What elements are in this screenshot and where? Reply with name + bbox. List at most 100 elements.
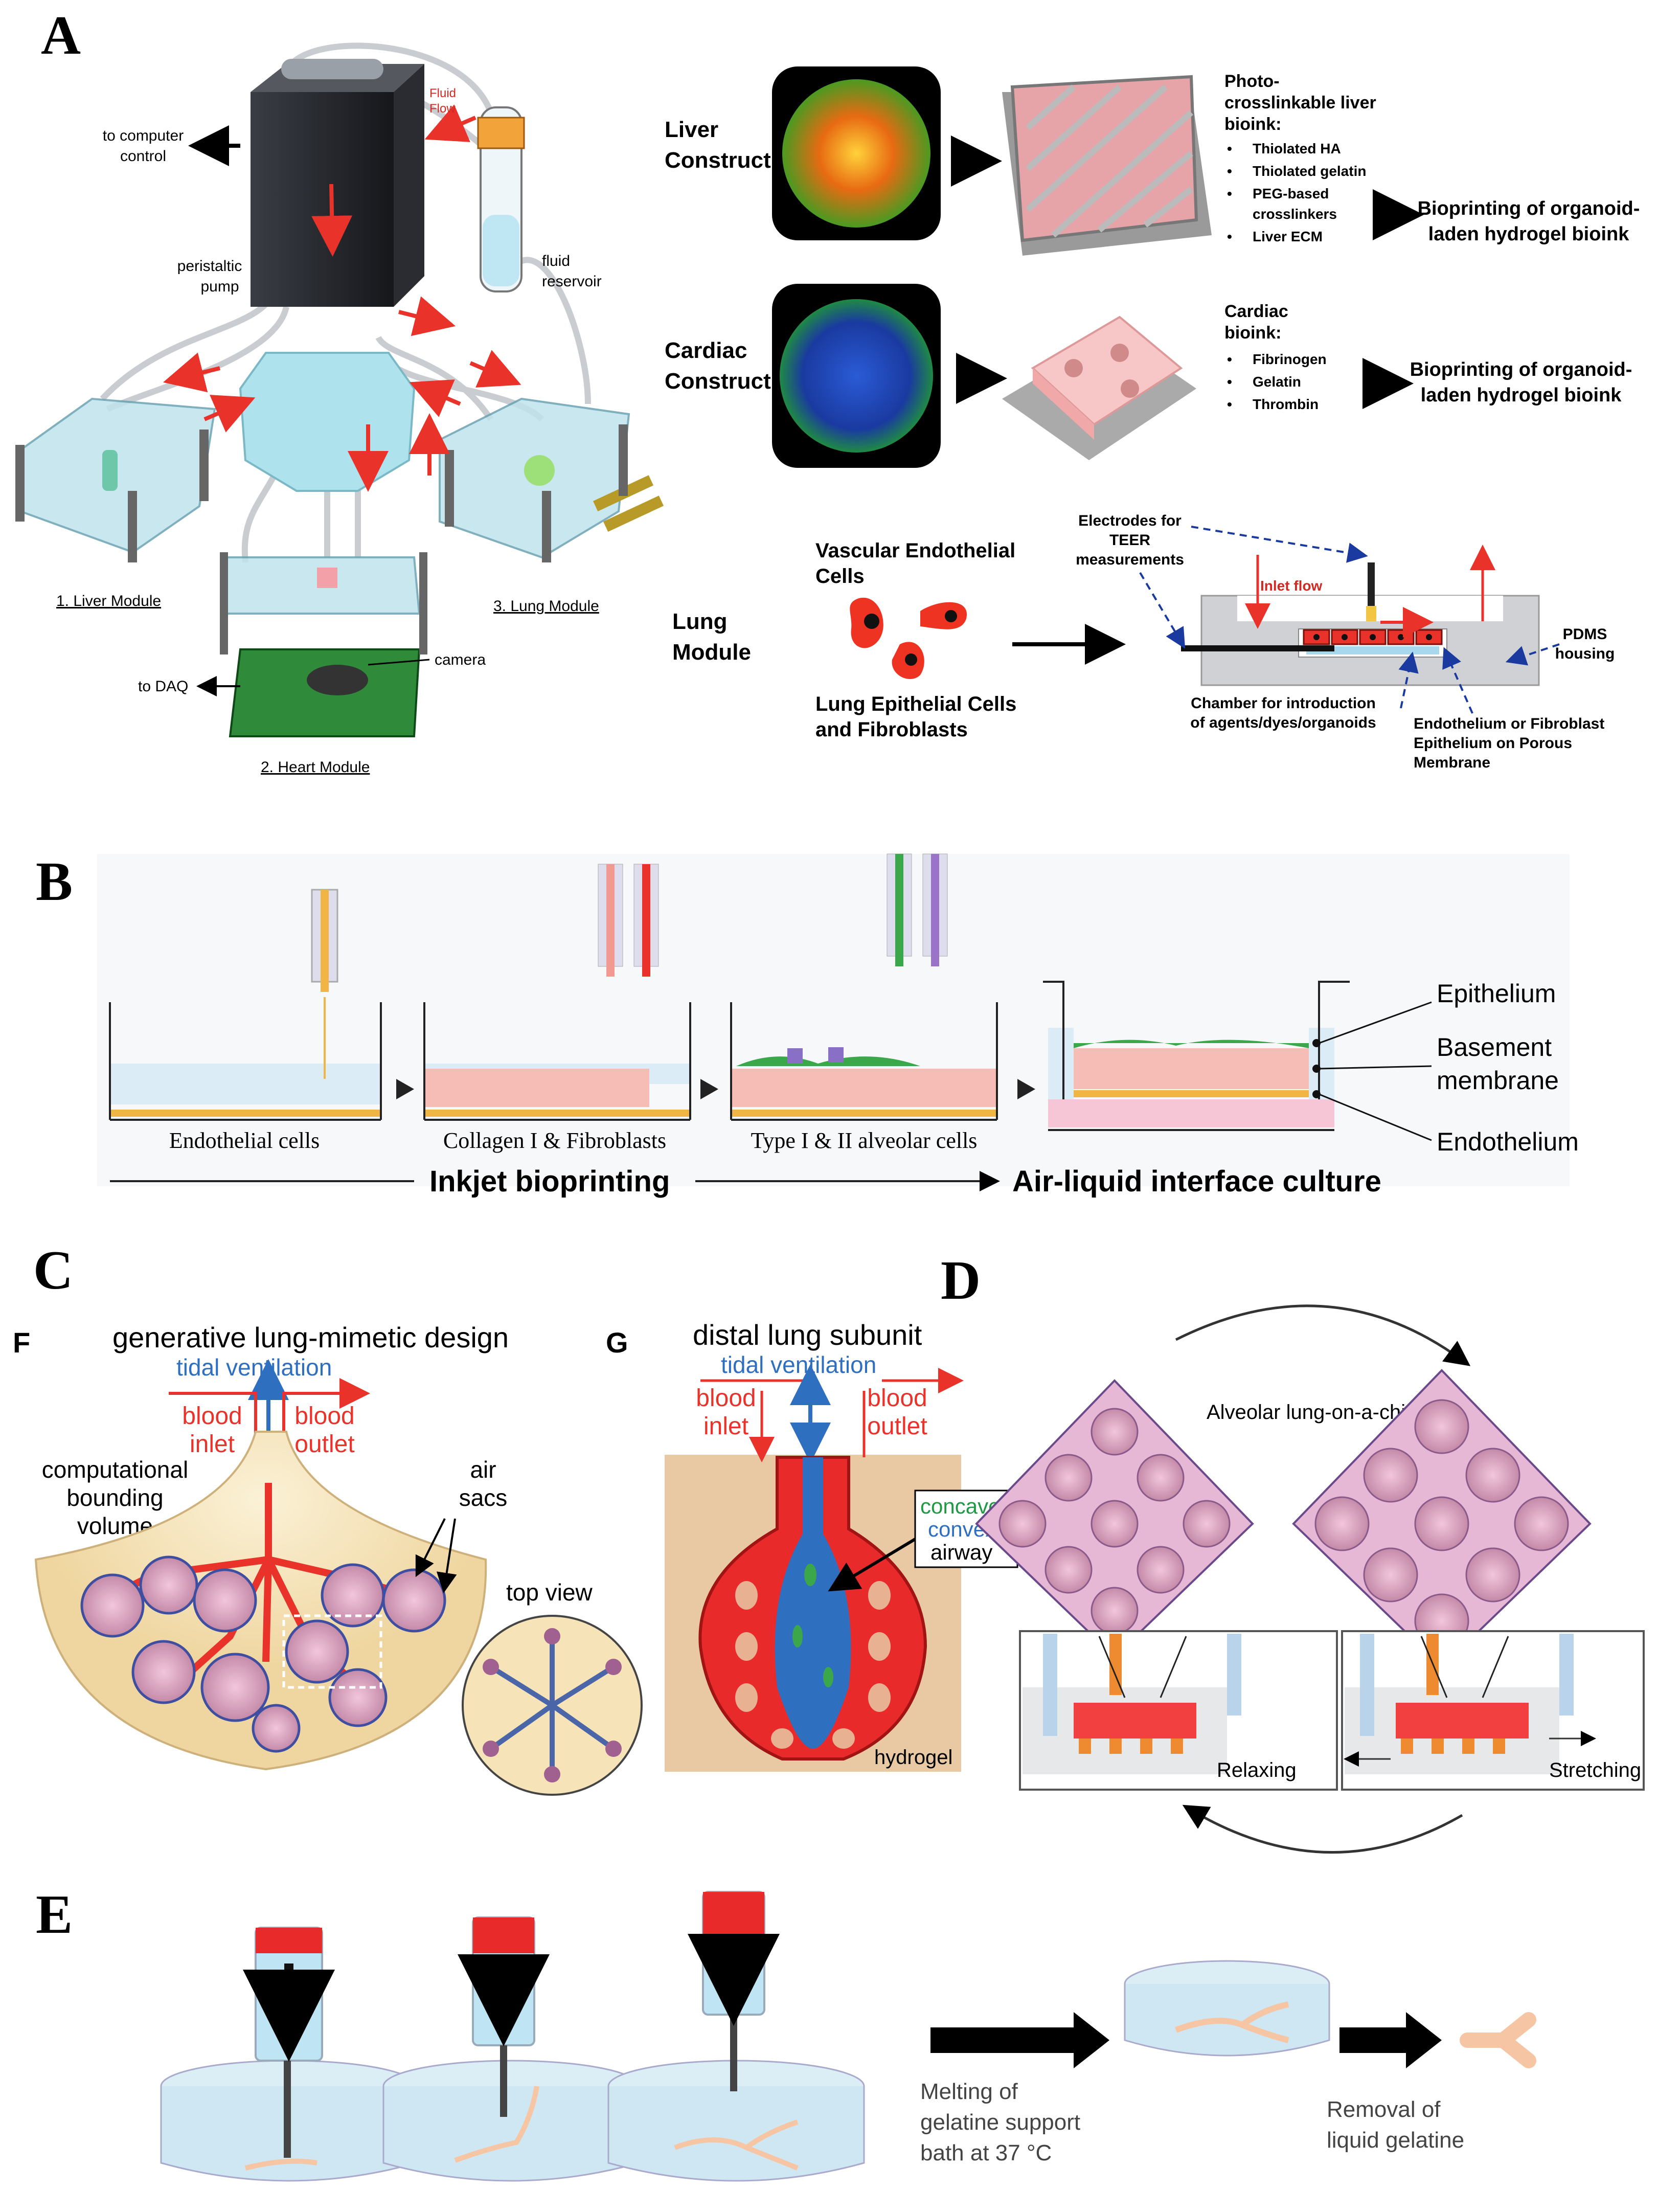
stretching-label: Stretching [1549,1759,1641,1781]
air-sac-clusters [80,1555,446,1753]
panel-c: C F generative lung-mimetic design tidal… [13,1240,1018,1796]
inlet-flow-label: Inlet flow [1260,578,1323,594]
panel-a-letter: A [41,5,81,66]
top-view-sacs [483,1628,622,1782]
liver-result: Bioprinting of organoid-laden hydrogel b… [1418,198,1640,245]
extrusion-step-2 [382,1916,640,2182]
cardiac-bioink-item: Gelatin [1253,374,1301,390]
panel-f-title: generative lung-mimetic design [112,1321,509,1353]
cell-illustrations [850,597,967,680]
top-view-branches [489,1636,615,1774]
liver-bioink-list: • Thiolated HA • Thiolated gelatin • PEG-ba… [1227,141,1366,244]
flow-arrows [163,104,521,492]
liver-bioink-item: Thiolated gelatin [1253,163,1366,179]
svg-text:•: • [1227,374,1232,390]
hydrogel-label: hydrogel [874,1746,952,1769]
step-3-label: Type I & II alveolar cells [751,1128,978,1153]
extrusion-step-3 [607,1891,865,2182]
chip-relaxing: Relaxing [1019,1630,1338,1791]
panel-f-tag: F [13,1326,30,1359]
liver-module-label: 1. Liver Module [56,593,161,610]
layer-epithelium: Epithelium [1437,979,1556,1008]
svg-text:•: • [1227,141,1232,156]
panel-b: B Endothelial cells Collagen I & Fibrobl… [36,851,1579,1198]
cardiac-organoid-image [780,299,933,453]
panel-d-letter: D [941,1250,981,1311]
panel-g-title: distal lung subunit [693,1319,922,1351]
airway-label-airway: airway [930,1540,992,1564]
liver-module [15,397,216,562]
bioprint-step-1: Endothelial cells [109,889,382,1153]
svg-text:•: • [1227,163,1232,179]
alveoli-relaxed [975,1379,1254,1658]
panel-c-f: F generative lung-mimetic design tidal v… [13,1321,643,1796]
cardiac-scaffold [1002,315,1196,460]
peristaltic-pump [251,59,424,307]
ali-culture-label: Air-liquid interface culture [1012,1165,1381,1198]
cardiac-result: Bioprinting of organoid-laden hydrogel b… [1410,359,1632,406]
to-daq-label: to DAQ [138,678,188,695]
liver-scaffold [1002,75,1212,256]
svg-text:•: • [1227,186,1232,201]
svg-text:•: • [1227,396,1232,412]
printed-construct [1460,2012,1536,2068]
panel-d: D Alveolar lung-on-a-chip [941,1250,1645,1854]
lung-module-label: 3. Lung Module [493,598,599,615]
camera-label: camera [435,651,486,668]
fluid-reservoir [477,106,525,292]
alveoli-stretched [1292,1369,1592,1668]
panel-f-tidal: tidal ventilation [176,1354,332,1381]
panel-f-top-view: top view [506,1579,593,1606]
liver-bioink-item: Liver ECM [1253,229,1323,244]
heart-module-label: 2. Heart Module [261,759,370,776]
lung-module [439,397,664,562]
chip-stretching: Stretching [1341,1630,1645,1791]
cardiac-bioink-item: Thrombin [1253,396,1319,412]
distribution-hub [239,352,416,492]
ali-culture [1043,981,1432,1141]
transwell-chip [1181,545,1540,686]
layer-endothelium: Endothelium [1437,1127,1579,1156]
bioprint-step-3: Type I & II alveolar cells [730,853,998,1153]
step-2-label: Collagen I & Fibroblasts [443,1128,666,1153]
liver-organoid-image [782,79,930,228]
bioprint-step-2: Collagen I & Fibroblasts [423,864,691,1153]
panel-g-tag: G [606,1326,628,1359]
panel-a: A [15,5,1640,776]
panel-c-g: G distal lung subunit tidal ventilation … [606,1319,1018,1772]
relaxing-label: Relaxing [1217,1759,1297,1781]
heart-module [220,552,427,737]
liver-bioink-item: Thiolated HA [1253,141,1341,156]
callout-lines [1139,526,1560,714]
extrusion-step-1 [160,1927,418,2182]
svg-text:•: • [1227,229,1232,244]
